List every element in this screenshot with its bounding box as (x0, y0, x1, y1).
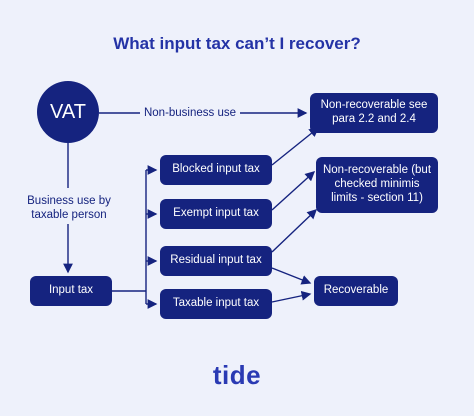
vat-node: VAT (37, 81, 99, 143)
blocked-input-tax-node: Blocked input tax (160, 155, 272, 185)
tide-logo: tide (212, 360, 262, 390)
non-recoverable-checked-node: Non-recoverable (but checked minimis lim… (316, 157, 438, 213)
non-recoverable-para-node: Non-recoverable see para 2.2 and 2.4 (310, 93, 438, 133)
recoverable-node: Recoverable (314, 276, 398, 306)
business-use-label: Business use by taxable person (27, 195, 111, 222)
page-title: What input tax can’t I recover? (113, 34, 361, 53)
residual-input-tax-node: Residual input tax (160, 246, 272, 276)
input-tax-node: Input tax (30, 276, 112, 306)
non-business-label: Non-business use (143, 107, 237, 119)
taxable-input-tax-node: Taxable input tax (160, 289, 272, 319)
exempt-input-tax-node: Exempt input tax (160, 199, 272, 229)
